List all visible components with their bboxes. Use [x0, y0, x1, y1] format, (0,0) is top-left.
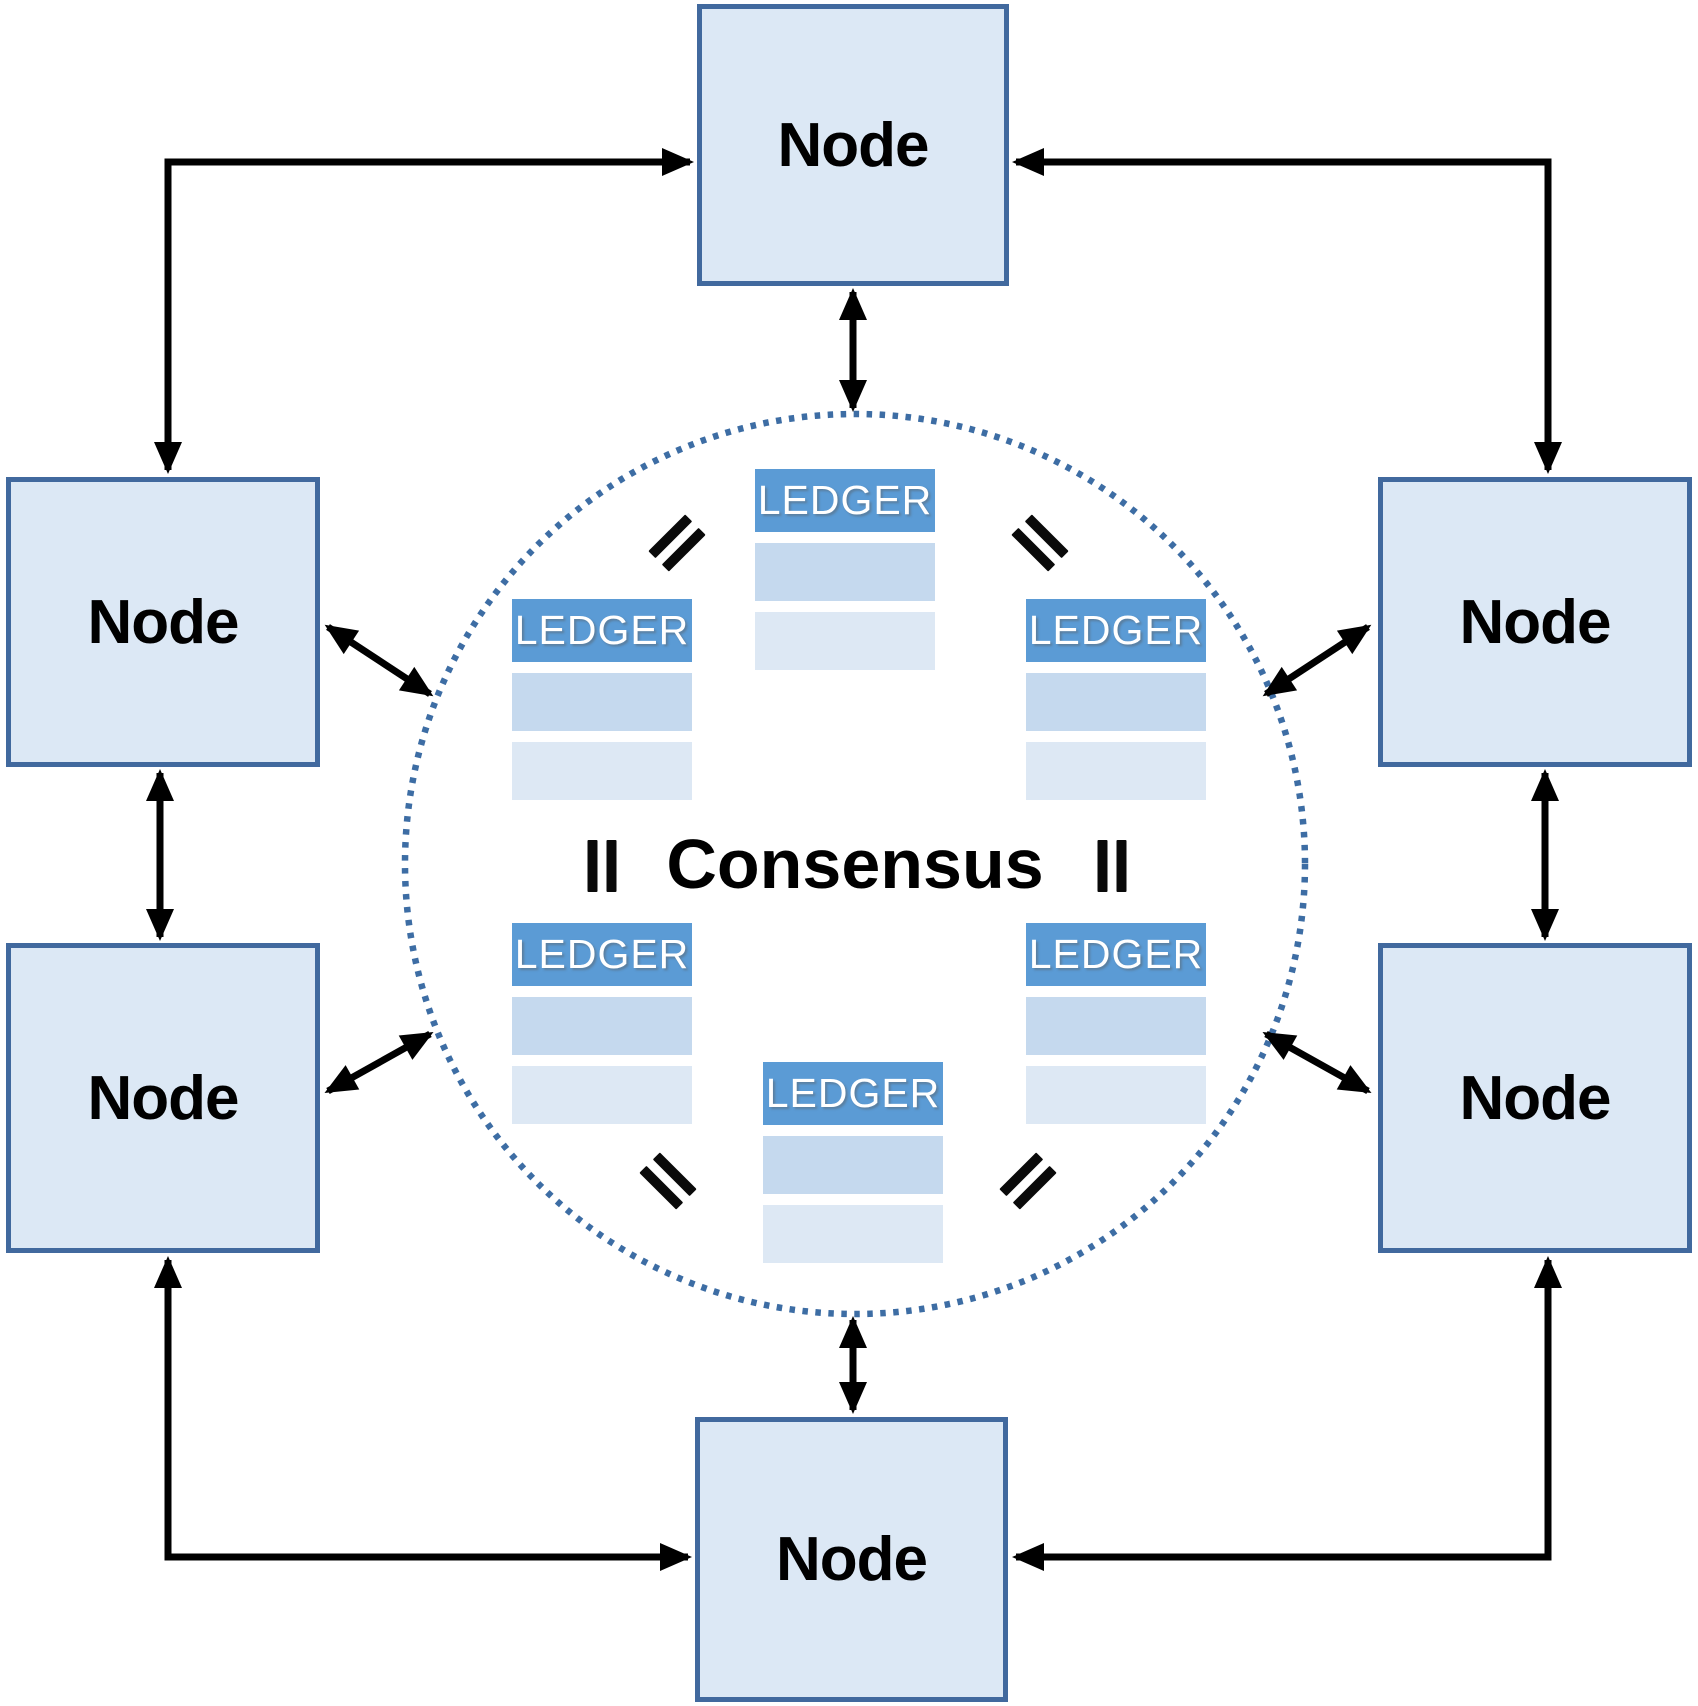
ledger-table-upper-left: LEDGER: [512, 599, 692, 800]
consensus-circle: [401, 410, 1309, 1318]
equals-icon: [1097, 840, 1127, 892]
arrow-lower-left-node-circle: [324, 1030, 434, 1095]
arrow-lower-right-node-circle: [1262, 1030, 1372, 1095]
ledger-table-lower-left: LEDGER: [512, 923, 692, 1124]
arrow-elbow-bottom-left: [154, 1256, 692, 1571]
equals-bar: [587, 840, 598, 892]
ledger-row: [1026, 673, 1206, 731]
ledger-row: [1026, 997, 1206, 1055]
ledger-row: [1026, 742, 1206, 800]
ledger-table-upper-right: LEDGER: [1026, 599, 1206, 800]
equals-icon: [587, 840, 617, 892]
node-label: Node: [87, 587, 240, 657]
node-box-upper-right: Node: [1378, 477, 1692, 767]
ledger-header: LEDGER: [512, 923, 692, 986]
equals-bar: [606, 840, 617, 892]
ledger-row: [512, 673, 692, 731]
ledger-header: LEDGER: [763, 1062, 943, 1125]
equals-bar: [1116, 840, 1127, 892]
ledger-table-top: LEDGER: [755, 469, 935, 670]
ledger-row: [1026, 1066, 1206, 1124]
arrow-upper-right-node-circle: [1262, 624, 1372, 697]
arrow-upper-left-node-circle: [324, 624, 434, 697]
node-label: Node: [1459, 587, 1612, 657]
ledger-row: [763, 1205, 943, 1263]
node-box-lower-right: Node: [1378, 943, 1692, 1253]
ledger-row: [763, 1136, 943, 1194]
node-label: Node: [87, 1063, 240, 1133]
arrow-elbow-top-right: [1012, 148, 1562, 474]
ledger-row: [755, 543, 935, 601]
node-label: Node: [777, 110, 930, 180]
ledger-row: [512, 997, 692, 1055]
ledger-header: LEDGER: [755, 469, 935, 532]
ledger-table-bottom: LEDGER: [763, 1062, 943, 1263]
ledger-row: [512, 742, 692, 800]
node-label: Node: [776, 1525, 928, 1594]
arrow-elbow-top-left: [154, 148, 694, 474]
node-label: Node: [1459, 1063, 1612, 1133]
consensus-title: Consensus: [666, 825, 1044, 903]
node-box-lower-left: Node: [6, 943, 320, 1253]
arrow-elbow-bottom-right: [1012, 1256, 1562, 1571]
ledger-table-lower-right: LEDGER: [1026, 923, 1206, 1124]
ledger-header: LEDGER: [512, 599, 692, 662]
ledger-row: [512, 1066, 692, 1124]
equals-bar: [1097, 840, 1108, 892]
node-box-top: Node: [697, 4, 1009, 286]
ledger-header: LEDGER: [1026, 599, 1206, 662]
ledger-header: LEDGER: [1026, 923, 1206, 986]
node-box-bottom: Node: [695, 1417, 1008, 1702]
node-box-upper-left: Node: [6, 477, 320, 767]
ledger-row: [755, 612, 935, 670]
